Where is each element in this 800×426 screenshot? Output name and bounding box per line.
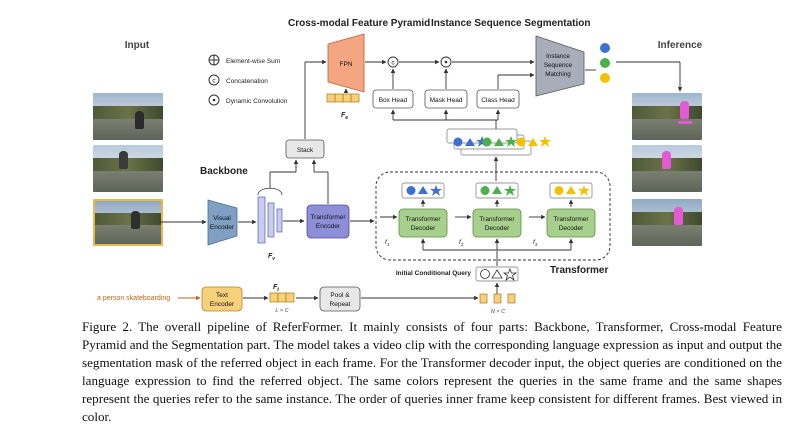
input-frame-1	[93, 93, 163, 140]
inference-title: Inference	[658, 40, 703, 51]
legend-sum-label: Element-wise Sum	[226, 58, 280, 65]
initial-conditional-query	[475, 266, 519, 282]
stacked-query-outputs	[446, 128, 551, 156]
svg-text:Repeat: Repeat	[330, 301, 351, 308]
pool-repeat: Pool & Repeat	[319, 286, 361, 312]
svg-text:Decoder: Decoder	[411, 225, 436, 232]
svg-text:Text: Text	[216, 292, 228, 299]
svg-text:Transformer: Transformer	[310, 214, 346, 221]
text-input: a person skateboarding	[97, 295, 170, 302]
output-query-yellow	[600, 73, 610, 83]
svg-text:c: c	[212, 78, 216, 85]
concat-op: c	[387, 56, 399, 68]
transformer-decoder-3: Transformer Decoder	[546, 208, 596, 238]
decoder-output-frame1	[401, 182, 445, 199]
svg-text:Encoder: Encoder	[210, 301, 235, 308]
transformer-encoder: Transformer Encoder	[306, 204, 350, 239]
svg-text:Mask Head: Mask Head	[430, 97, 463, 104]
legend-concat-label: Concatenation	[226, 78, 268, 85]
svg-text:N × C: N × C	[491, 309, 505, 315]
svg-text:Pool &: Pool &	[330, 292, 350, 299]
class-head: Class Head	[476, 89, 520, 109]
f2-label: f2	[459, 239, 464, 247]
inference-frame-1	[632, 93, 702, 140]
cross-modal-title: Cross-modal Feature Pyramid	[288, 18, 430, 29]
svg-text:Fv: Fv	[268, 253, 276, 262]
mask-head: Mask Head	[424, 89, 468, 109]
decoder-output-frame3	[549, 182, 593, 199]
svg-text:Encoder: Encoder	[210, 224, 235, 231]
figure-caption: Figure 2. The overall pipeline of ReferF…	[82, 319, 782, 424]
text-query-embeddings: N × C	[479, 293, 516, 315]
svg-text:Transformer: Transformer	[553, 216, 589, 223]
svg-text:Instance: Instance	[546, 53, 570, 60]
svg-text:Sequence: Sequence	[544, 62, 573, 69]
svg-text:Box Head: Box Head	[379, 97, 408, 104]
pipeline-diagram: Input Inference Cross-modal Feature Pyra…	[97, 18, 703, 315]
text-feature-fe: Fe	[326, 93, 360, 121]
svg-text:L × C: L × C	[275, 308, 288, 314]
svg-text:Visual: Visual	[213, 215, 231, 222]
legend: Element-wise Sum c Concatenation Dynamic…	[208, 54, 288, 106]
svg-text:Fe: Fe	[341, 112, 348, 121]
transformer-region	[375, 171, 611, 261]
svg-text:Transformer: Transformer	[405, 216, 441, 223]
svg-text:Decoder: Decoder	[559, 225, 584, 232]
text-encoder: Text Encoder	[201, 286, 243, 312]
box-head: Box Head	[372, 89, 414, 109]
svg-text:Transformer: Transformer	[479, 216, 515, 223]
instance-seg-title: Instance Sequence Segmentation	[431, 18, 591, 29]
visual-encoder: Visual Encoder	[207, 199, 238, 246]
instance-sequence-matching: Instance Sequence Matching	[535, 35, 585, 97]
legend-dynconv-label: Dynamic Convolution	[226, 98, 288, 105]
transformer-decoder-1: Transformer Decoder	[398, 208, 448, 238]
dynamic-conv-op	[440, 56, 452, 68]
stack-block: Stack	[285, 139, 325, 159]
inference-frame-3	[632, 199, 702, 246]
initial-query-label: Initial Conditional Query	[396, 270, 472, 277]
f3-label: f3	[533, 239, 538, 247]
text-feature-ft: Ft L × C	[269, 284, 295, 314]
output-query-green	[600, 58, 610, 68]
output-query-blue	[600, 43, 610, 53]
f1-label: f1	[385, 239, 390, 247]
input-title: Input	[125, 40, 150, 51]
transformer-title: Transformer	[550, 265, 608, 276]
svg-text:Encoder: Encoder	[316, 223, 341, 230]
svg-text:c: c	[391, 60, 395, 67]
transformer-decoder-2: Transformer Decoder	[472, 208, 522, 238]
svg-text:Ft: Ft	[273, 284, 279, 293]
input-frame-3	[93, 199, 163, 246]
fpn-block: FPN	[327, 33, 365, 93]
svg-text:Decoder: Decoder	[485, 225, 510, 232]
svg-text:Matching: Matching	[545, 71, 571, 78]
decoder-output-frame2	[475, 182, 519, 199]
svg-text:Stack: Stack	[297, 147, 314, 154]
input-frame-2	[93, 145, 163, 192]
backbone-title: Backbone	[200, 166, 248, 177]
visual-feature-maps: Fv	[257, 196, 283, 262]
svg-text:FPN: FPN	[340, 61, 353, 68]
svg-text:Class Head: Class Head	[481, 97, 515, 104]
inference-frame-2	[632, 145, 702, 192]
